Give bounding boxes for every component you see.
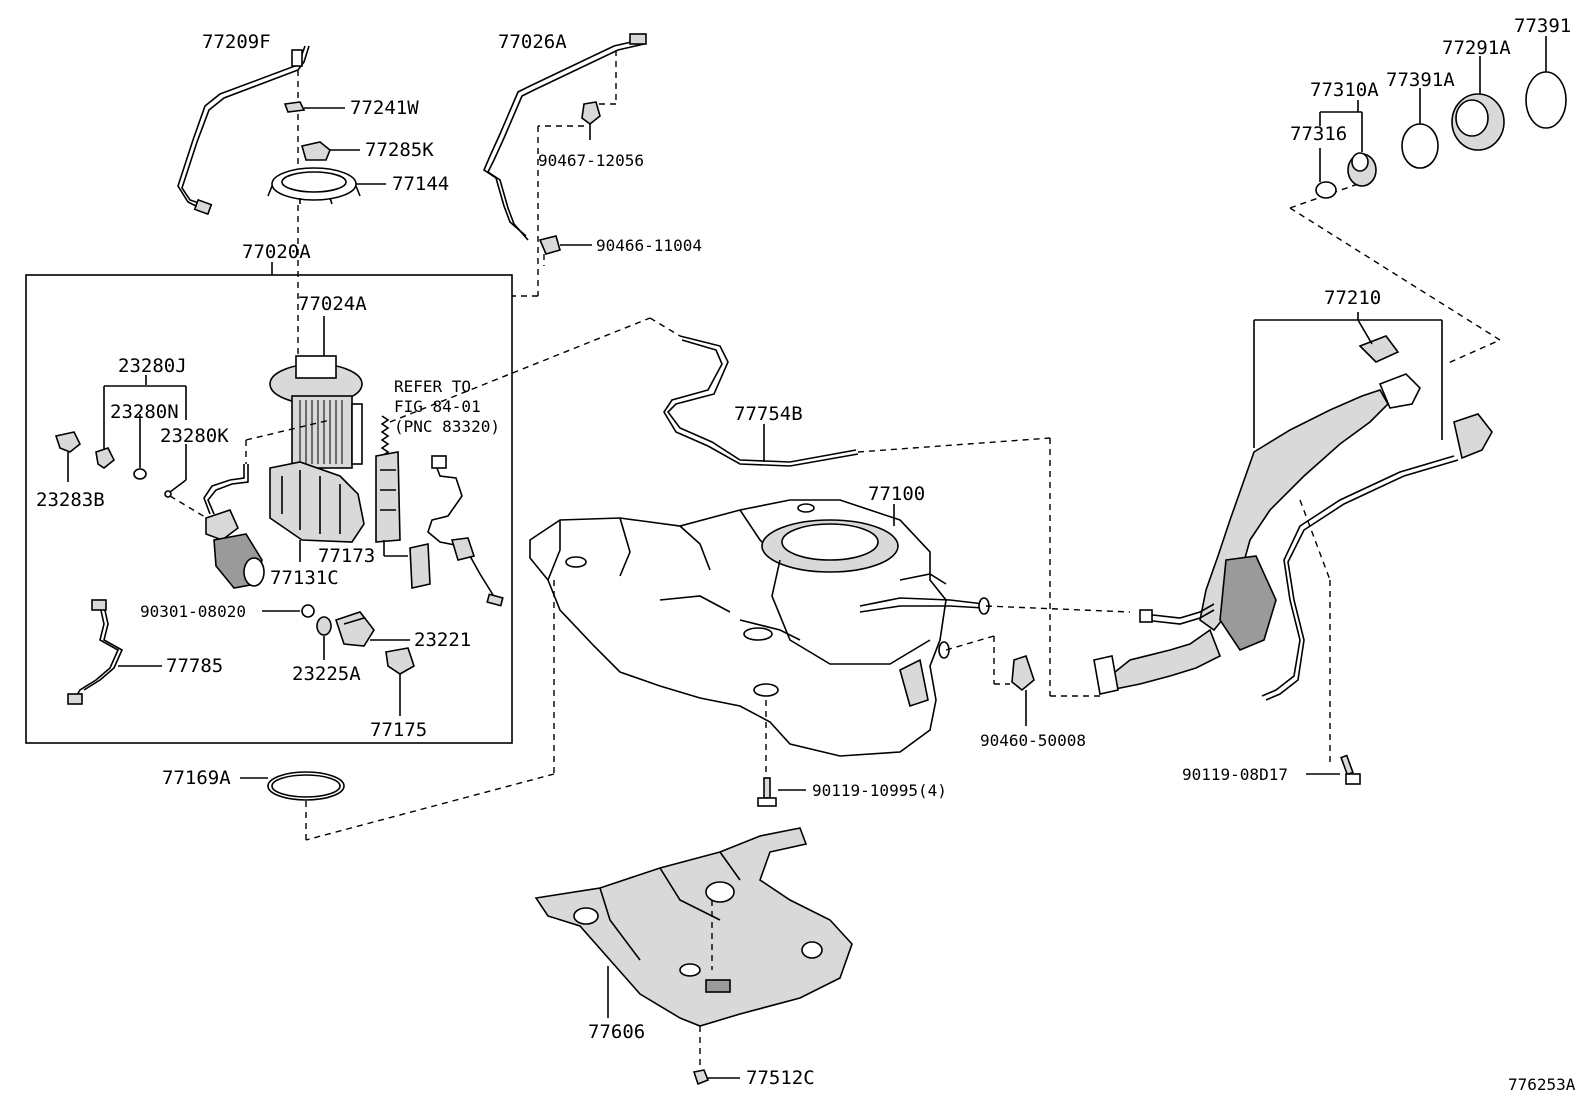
pump-motor [203, 464, 265, 589]
clip-90466 [538, 235, 561, 255]
label-90460-50008: 90460-50008 [980, 731, 1086, 750]
label-90466-11004: 90466-11004 [596, 236, 702, 255]
label-23225a: 23225A [292, 663, 361, 685]
gasket-77169a [267, 771, 345, 801]
bolt-90119-10995 [757, 777, 777, 807]
label-77391a: 77391A [1386, 69, 1455, 91]
refer-note-line-3: (PNC 83320) [394, 417, 500, 436]
vent-line-77026a [483, 33, 647, 241]
label-23221: 23221 [414, 629, 471, 651]
label-77144: 77144 [392, 173, 449, 195]
figure-code: 776253A [1508, 1075, 1576, 1094]
label-77785: 77785 [166, 655, 223, 677]
label-90119-08d17: 90119-08D17 [1182, 765, 1288, 784]
wire-harness-77785 [67, 599, 124, 705]
label-77173: 77173 [318, 545, 375, 567]
fuel-pump-23221 [334, 611, 375, 647]
fuel-tank-77100 [529, 499, 990, 757]
label-77026a: 77026A [498, 31, 567, 53]
label-77100: 77100 [868, 483, 925, 505]
seal-77391a [1401, 123, 1439, 169]
label-77285k: 77285K [365, 139, 434, 161]
clip-23283b [54, 431, 82, 453]
filler-neck-77291a [1451, 93, 1505, 151]
fuel-sender-77024a [269, 355, 363, 469]
label-90467-12056: 90467-12056 [538, 151, 644, 170]
label-77291a: 77291A [1442, 37, 1511, 59]
gasket-77316 [1315, 181, 1337, 199]
label-77754b: 77754B [734, 403, 803, 425]
level-gauge-77173 [375, 451, 431, 589]
refer-note-line-2: FIG 84-01 [394, 397, 481, 416]
seal-77391 [1525, 71, 1567, 129]
clamp-90460 [1011, 654, 1035, 692]
label-77606: 77606 [588, 1021, 645, 1043]
spring [380, 415, 390, 461]
wire-harness-77209f [177, 45, 310, 216]
label-77241w: 77241W [350, 97, 419, 119]
label-77209f: 77209F [202, 31, 271, 53]
hose-77754b [663, 335, 859, 467]
refer-note-line-1: REFER TO [394, 377, 471, 396]
label-77310a: 77310A [1310, 79, 1379, 101]
pump-bracket-77131c [269, 461, 365, 543]
label-77169a: 77169A [162, 767, 231, 789]
label-23280j: 23280J [118, 355, 187, 377]
label-77316: 77316 [1290, 123, 1347, 145]
label-23280k: 23280K [160, 425, 229, 447]
label-90301-08020: 90301-08020 [140, 602, 246, 621]
connector-77285k [300, 141, 331, 161]
label-23283b: 23283B [36, 489, 105, 511]
label-77512c: 77512C [746, 1067, 815, 1089]
label-77020a: 77020A [242, 241, 311, 263]
o-ring-90301 [301, 604, 315, 618]
bolt-90119-08d17 [1340, 754, 1361, 785]
filter-23225a [316, 616, 332, 636]
label-23280n: 23280N [110, 401, 179, 423]
clip-77512c [692, 1069, 710, 1086]
clip-77175 [385, 647, 415, 675]
clip-77241w [283, 101, 306, 113]
filler-pipe-77210 [1093, 335, 1493, 701]
gauge-wire [427, 459, 497, 601]
label-77391: 77391 [1514, 15, 1571, 37]
fuel-cap-77310a [1347, 152, 1377, 187]
clamp-90467 [581, 101, 601, 126]
pump-assembly-box [25, 274, 513, 744]
label-90119-10995: 90119-10995(4) [812, 781, 947, 800]
label-77175: 77175 [370, 719, 427, 741]
protector-77606 [534, 827, 853, 1027]
label-77210: 77210 [1324, 287, 1381, 309]
grommet-23280n [95, 447, 147, 480]
label-77131c: 77131C [270, 567, 339, 589]
retainer-ring-77144 [267, 167, 361, 205]
label-77024a: 77024A [298, 293, 367, 315]
